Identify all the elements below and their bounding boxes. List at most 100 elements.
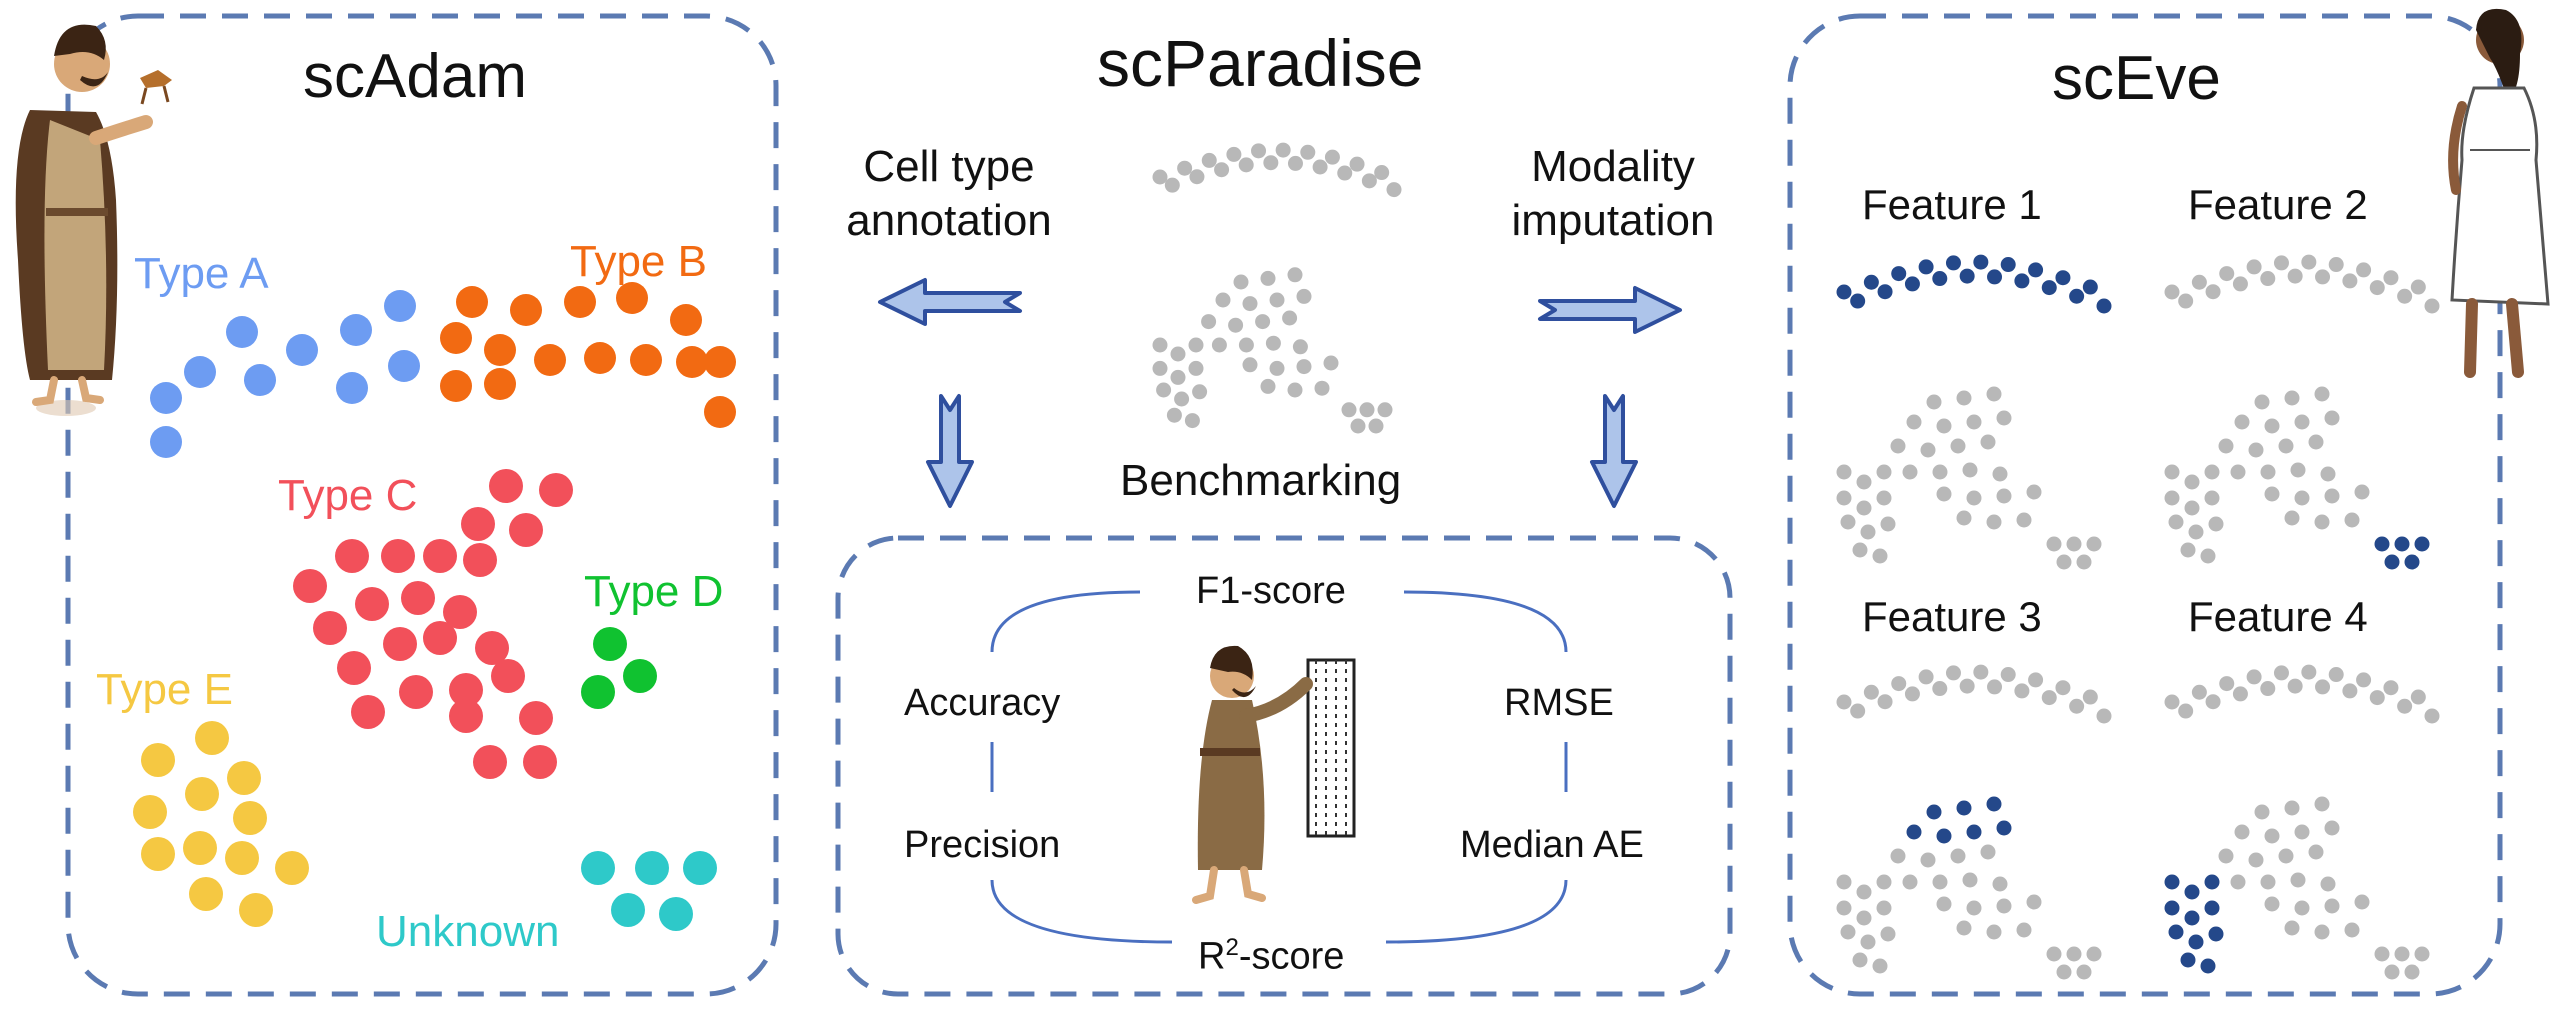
cell-dot-unknown [659, 897, 693, 931]
feature-2-cluster-arc-dot [2164, 284, 2180, 300]
cell-dot-type-c [399, 675, 433, 709]
center-cluster-arc-dot [1251, 143, 1267, 159]
cell-dot-type-b [484, 334, 516, 366]
center-cluster-cshape-dot [1287, 267, 1303, 283]
feature-2-cluster-cshape-dot [2218, 438, 2234, 454]
center-cluster-arc-dot [1164, 177, 1180, 193]
center-cluster-arc-dot [1324, 149, 1340, 165]
feature-2-cluster-cshape-dot [2284, 510, 2300, 526]
cell-dot-type-b [484, 368, 516, 400]
cell-dot-type-e [133, 795, 167, 829]
scadam-title: scAdam [303, 42, 527, 111]
feature-3-cluster-arc-dot [1987, 679, 2003, 695]
feature-3-cluster-arc-dot [1973, 664, 1989, 680]
center-cluster-arc-dot [1152, 169, 1168, 185]
feature-3-cluster-cshape-dot [1986, 796, 2002, 812]
feature-1-cluster-cshape-dot [1996, 488, 2012, 504]
feature-2-cluster-cshape-dot [2234, 414, 2250, 430]
center-cluster-small-dot [1368, 418, 1384, 434]
scadam-panel-border [65, 13, 779, 997]
cell-dot-type-b [676, 346, 708, 378]
cell-dot-type-e [185, 777, 219, 811]
feature-1-cluster-small-dot [2076, 554, 2092, 570]
center-cluster-arc-dot [1312, 159, 1328, 175]
feature-1-cluster-left-dot [1840, 514, 1856, 530]
cell-dot-type-a [340, 314, 372, 346]
feature-1-cluster-arc-dot [2096, 298, 2112, 314]
feature-3-cluster-cshape-dot [1966, 824, 1982, 840]
feature-1-cluster-cshape-dot [1936, 418, 1952, 434]
center-cluster-small-dot [1341, 402, 1357, 418]
feature-3-cluster-arc-dot [1863, 684, 1879, 700]
feature-3-cluster-left-dot [1836, 900, 1852, 916]
feature-2-cluster-cshape-dot [2354, 484, 2370, 500]
cell-dot-type-e [195, 721, 229, 755]
cell-dot-type-e [141, 837, 175, 871]
feature-2-cluster-arc-dot [2369, 280, 2385, 296]
cell-dot-type-c [539, 473, 573, 507]
cell-dot-unknown [611, 893, 645, 927]
feature-2-cluster-arc-dot [2191, 274, 2207, 290]
feature-2-cluster-left-dot [2164, 464, 2180, 480]
feature-3-cluster-left-dot [1876, 900, 1892, 916]
center-cluster-cshape-dot [1260, 270, 1276, 286]
feature-3-cluster-left-dot [1856, 910, 1872, 926]
center-cluster-left-dot [1174, 391, 1190, 407]
center-cluster-arc-dot [1263, 155, 1279, 171]
eve-figure-icon [2448, 8, 2550, 378]
feature-3-cluster-cshape-dot [1962, 872, 1978, 888]
feature-4-cluster-cshape-dot [2278, 848, 2294, 864]
dots-layer [133, 142, 2440, 980]
feature-1-cluster-small-dot [2046, 536, 2062, 552]
center-cluster-cshape-dot [1296, 288, 1312, 304]
center-cluster-cshape-dot [1255, 314, 1271, 330]
feature-3-cluster-left-dot [1836, 874, 1852, 890]
benchmarking-label: Benchmarking [1120, 456, 1402, 505]
feature-4-cluster-arc-dot [2328, 667, 2344, 683]
feature-2-cluster-arc-dot [2219, 266, 2235, 282]
cell-dot-type-c [401, 581, 435, 615]
metric-f1-score: F1-score [1196, 570, 1346, 612]
feature-4-cluster-small-dot [2414, 946, 2430, 962]
cell-dot-type-a [384, 290, 416, 322]
feature-4-cluster-arc-dot [2342, 683, 2358, 699]
feature-3-cluster-cshape-dot [2016, 922, 2032, 938]
cell-dot-type-c [519, 701, 553, 735]
feature-1-cluster-cshape-dot [1926, 394, 1942, 410]
feature-1-cluster-cshape-dot [1992, 466, 2008, 482]
feature-2-cluster-cshape-dot [2294, 414, 2310, 430]
feature-4-cluster-cshape-dot [2314, 796, 2330, 812]
feature-2-cluster-cshape-dot [2260, 464, 2276, 480]
down-arrow-right-icon [1590, 394, 1638, 508]
feature-1-cluster-arc-dot [1932, 271, 1948, 287]
feature-2-cluster-cshape-dot [2320, 466, 2336, 482]
feature-3-cluster-cshape-dot [1932, 874, 1948, 890]
center-cluster-cshape-dot [1238, 337, 1254, 353]
feature-3-cluster-cshape-dot [1980, 844, 1996, 860]
feature-4-cluster-cshape-dot [2284, 800, 2300, 816]
feature-4-cluster-cshape-dot [2234, 824, 2250, 840]
center-cluster-left-dot [1188, 337, 1204, 353]
feature-1-cluster-arc-dot [2055, 270, 2071, 286]
cell-dot-type-c [381, 539, 415, 573]
feature-1-cluster-small-dot [2066, 536, 2082, 552]
center-cluster-arc-dot [1226, 146, 1242, 162]
center-cluster-arc-dot [1374, 165, 1390, 181]
feature-2-cluster-arc-dot [2342, 273, 2358, 289]
feature-1-cluster-arc-dot [1918, 259, 1934, 275]
center-cluster-cshape-dot [1323, 355, 1339, 371]
feature-4-cluster-arc-dot [2273, 665, 2289, 681]
feature-2-cluster-left-dot [2164, 490, 2180, 506]
feature-2-cluster-arc-dot [2260, 271, 2276, 287]
sceve-title: scEve [2052, 44, 2221, 113]
cell-dot-type-b [670, 304, 702, 336]
feature-1-cluster-arc-dot [1904, 276, 1920, 292]
cell-dot-unknown [683, 851, 717, 885]
feature-1-cluster-cshape-dot [1986, 386, 2002, 402]
cell-dot-type-c [509, 513, 543, 547]
feature-1-cluster-cshape-dot [1966, 490, 1982, 506]
feature-3-cluster-cshape-dot [1926, 804, 1942, 820]
feature-4-cluster-arc-dot [2287, 678, 2303, 694]
cell-dot-type-e [141, 743, 175, 777]
feature-3-cluster-cshape-dot [1996, 898, 2012, 914]
